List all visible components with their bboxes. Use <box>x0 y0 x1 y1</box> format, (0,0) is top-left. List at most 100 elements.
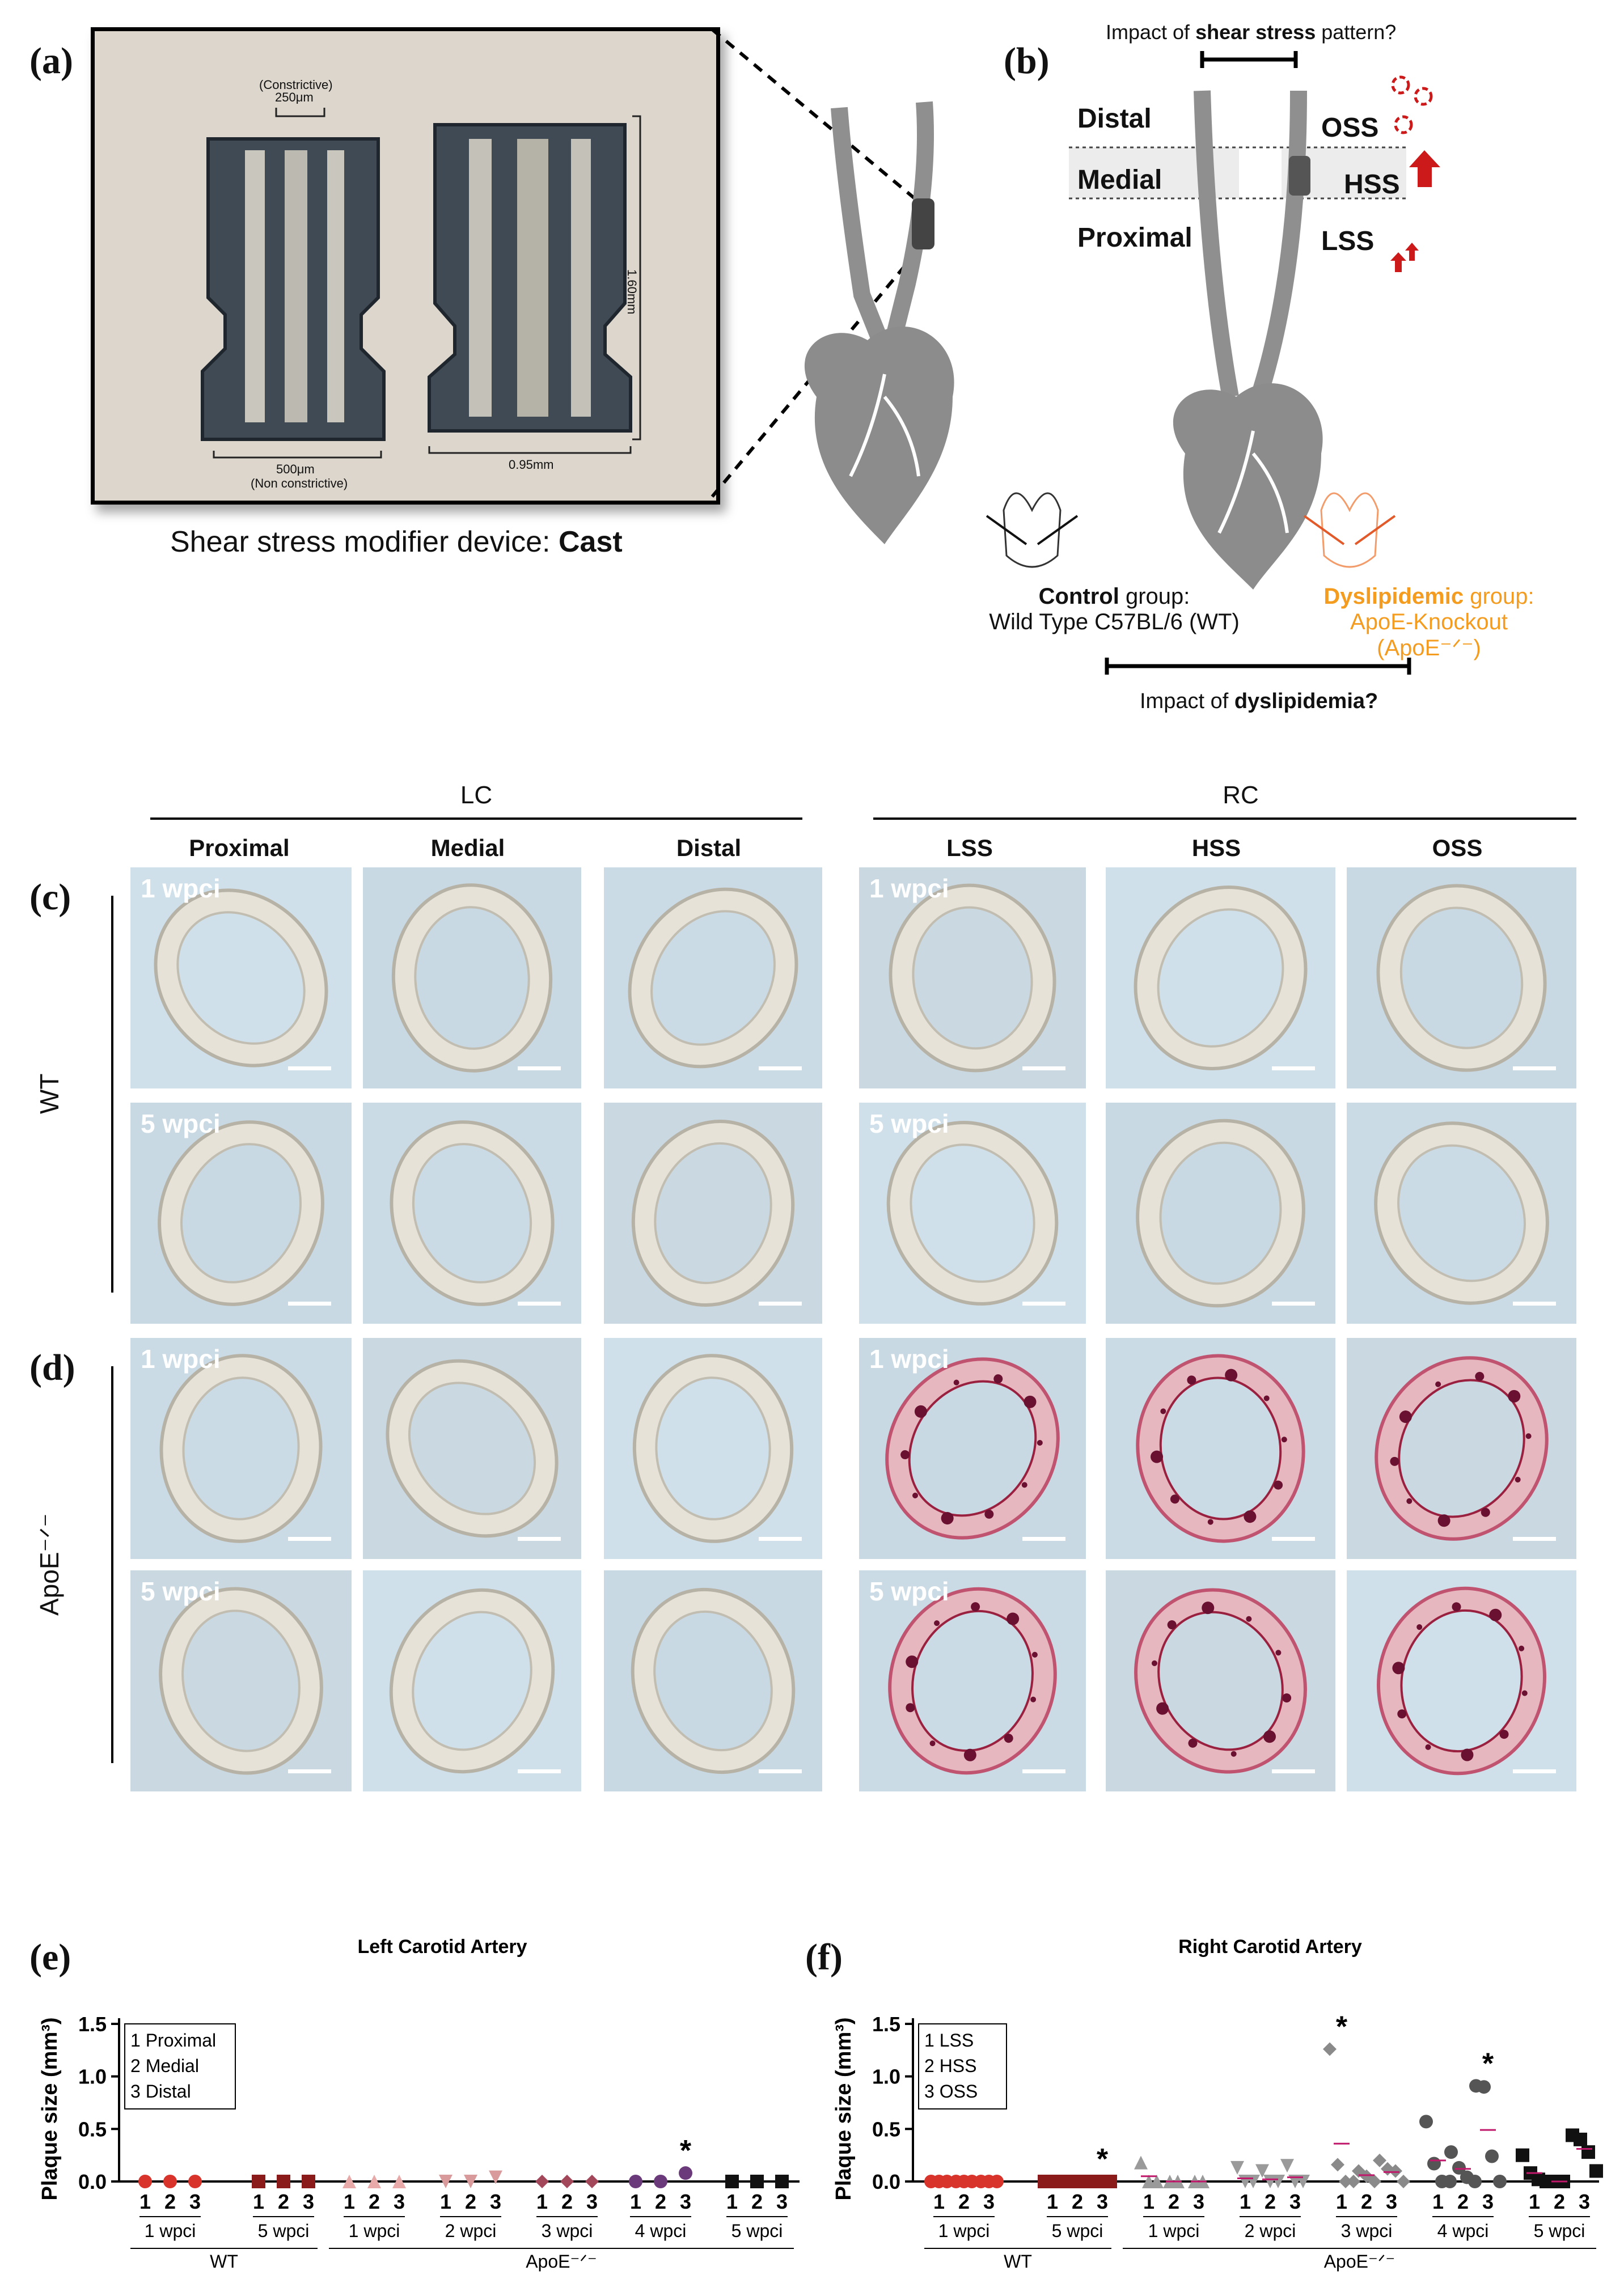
scale-bar <box>1022 1302 1065 1306</box>
dys-question-prefix: Impact of <box>1140 689 1234 713</box>
x-tick-number: 3 <box>1386 2190 1397 2213</box>
micrograph-r3-c2 <box>363 1338 581 1559</box>
timepoint-label: 5 wpci <box>731 2221 783 2241</box>
data-point <box>277 2175 290 2188</box>
wt-row-label: WT <box>35 1073 64 1114</box>
x-tick-number: 1 <box>1529 2190 1540 2213</box>
data-point <box>392 2175 406 2188</box>
scale-bar <box>1272 1769 1315 1773</box>
x-tick-number: 3 <box>1097 2190 1108 2213</box>
y-axis-label: Plaque size (mm³) <box>38 2017 62 2200</box>
artery-section <box>389 1588 555 1774</box>
shear-question: Impact of shear stress pattern? <box>1106 20 1396 44</box>
data-point <box>252 2175 265 2188</box>
control-mouse-sketch <box>986 492 1079 568</box>
col-header-proximal: Proximal <box>189 834 290 861</box>
panel-a-caption: Shear stress modifier device: Cast <box>170 525 623 559</box>
micrograph-r2-c6 <box>1347 1103 1576 1324</box>
x-tick-number: 2 <box>1457 2190 1469 2213</box>
group-label: ApoE⁻ᐟ⁻ <box>526 2251 597 2272</box>
data-point <box>1323 2042 1337 2056</box>
micrograph-r3-c4: 1 wpci <box>859 1338 1086 1559</box>
data-point <box>1103 2175 1117 2188</box>
group-label: WT <box>210 2251 238 2272</box>
data-point <box>1468 2175 1482 2188</box>
micrograph-r1-c2 <box>363 867 581 1088</box>
micrograph-r3-c3 <box>604 1338 822 1559</box>
control-line2: Wild Type C57BL/6 (WT) <box>989 609 1240 634</box>
scale-bar <box>518 1066 561 1070</box>
data-point <box>1477 2080 1491 2094</box>
data-point <box>1419 2115 1433 2129</box>
data-point <box>775 2175 789 2188</box>
x-tick-number: 2 <box>164 2190 176 2213</box>
time-label: 5 wpci <box>869 1109 949 1138</box>
data-point <box>1581 2145 1595 2159</box>
micrograph-r1-c4: 1 wpci <box>859 867 1086 1088</box>
data-point <box>1271 2175 1285 2188</box>
timepoint-label: 5 wpci <box>258 2221 310 2241</box>
panel-f-label: (f) <box>805 1937 843 1978</box>
timepoint-label: 4 wpci <box>635 2221 687 2241</box>
legend-entry: 1 Proximal <box>130 2030 216 2051</box>
x-tick-number: 2 <box>1265 2190 1276 2213</box>
data-point <box>342 2175 356 2188</box>
timepoint-label: 5 wpci <box>1534 2221 1585 2241</box>
micrograph-r3-c6 <box>1347 1338 1576 1559</box>
scale-bar <box>1022 1066 1065 1070</box>
scale-bar <box>288 1302 331 1306</box>
micrograph-r1-c6 <box>1347 867 1576 1088</box>
x-tick-number: 1 <box>1432 2190 1444 2213</box>
scale-bar <box>1022 1537 1065 1541</box>
shear-question-prefix: Impact of <box>1106 20 1196 44</box>
time-label: 1 wpci <box>141 1344 221 1374</box>
shear-question-bold: shear stress <box>1195 20 1316 44</box>
x-tick-number: 1 <box>253 2190 264 2213</box>
control-group-label: Control group: Wild Type C57BL/6 (WT) <box>984 584 1245 635</box>
group-label: ApoE⁻ᐟ⁻ <box>1324 2251 1395 2272</box>
data-point <box>367 2175 381 2188</box>
x-tick-number: 2 <box>1072 2190 1083 2213</box>
group-label: WT <box>1004 2251 1032 2272</box>
legend-entry: 2 Medial <box>130 2056 199 2076</box>
time-label: 1 wpci <box>869 1344 949 1374</box>
data-point <box>302 2175 315 2188</box>
micrograph-r4-c6 <box>1347 1570 1576 1791</box>
col-header-hss: HSS <box>1191 834 1241 861</box>
x-tick-number: 2 <box>1554 2190 1565 2213</box>
data-point <box>1427 2157 1441 2171</box>
data-point <box>1347 2175 1360 2188</box>
significance-star: * <box>1336 2010 1348 2043</box>
dyslipidemic-mouse-sketch <box>1303 492 1396 568</box>
dys-suffix: group: <box>1464 584 1534 609</box>
data-point <box>1331 2158 1344 2172</box>
scale-bar <box>1513 1302 1556 1306</box>
caption-prefix: Shear stress modifier device: <box>170 526 559 558</box>
data-point <box>1574 2132 1587 2146</box>
scale-bar <box>759 1769 802 1773</box>
region-medial: Medial <box>1077 165 1162 195</box>
col-header-distal: Distal <box>676 834 742 861</box>
data-point <box>163 2175 177 2188</box>
dyslipidemic-group-label: Dyslipidemic group: ApoE-Knockout (ApoE⁻… <box>1299 584 1559 661</box>
artery-section <box>1136 1119 1305 1308</box>
col-header-medial: Medial <box>430 834 505 861</box>
artery-section <box>159 1587 323 1775</box>
chart-title: Right Carotid Artery <box>1178 1936 1362 1958</box>
constrictive-label: (Constrictive) <box>259 78 333 92</box>
legend-entry: 3 Distal <box>130 2081 191 2102</box>
y-tick-label: 0.0 <box>78 2170 107 2193</box>
micrograph-r2-c1: 5 wpci <box>130 1103 352 1324</box>
region-hss: HSS <box>1344 170 1400 200</box>
data-point <box>585 2175 599 2188</box>
legend-entry: 3 OSS <box>924 2081 978 2102</box>
dys-question-bold: dyslipidemia? <box>1234 689 1378 713</box>
scale-bar <box>1513 1066 1556 1070</box>
data-point <box>560 2175 574 2188</box>
control-bold: Control <box>1038 584 1119 609</box>
micrograph-r1-c1: 1 wpci <box>130 867 352 1088</box>
legend-box <box>918 2023 1007 2109</box>
scale-bar <box>759 1537 802 1541</box>
x-tick-number: 3 <box>776 2190 788 2213</box>
